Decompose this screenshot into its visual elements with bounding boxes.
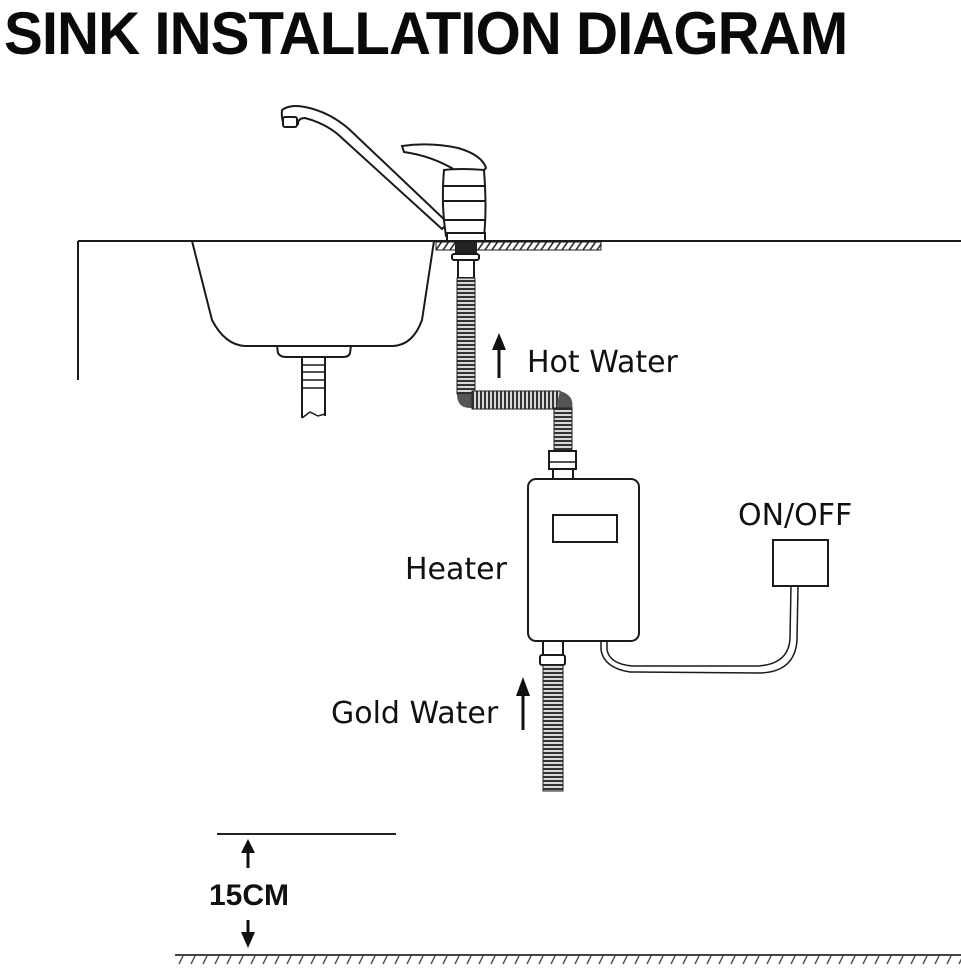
floor-hatch-tick <box>694 955 700 965</box>
floor-hatch-tick <box>922 955 928 965</box>
arrow-down-icon <box>241 932 255 948</box>
hot-water-arrow-icon <box>492 333 506 378</box>
floor-hatch-tick <box>562 955 568 965</box>
cold-water-label: Gold Water <box>331 696 499 731</box>
drain-pipe <box>301 357 326 419</box>
floor-hatch-tick <box>742 955 748 965</box>
floor-hatch-tick <box>574 955 580 965</box>
floor-hatch-tick <box>610 955 616 965</box>
floor-hatch-tick <box>958 958 961 965</box>
floor-hatch-tick <box>658 955 664 965</box>
diagram-title: SINK INSTALLATION DIAGRAM <box>4 0 848 67</box>
floor-hatch-tick <box>802 955 808 965</box>
floor-hatch-tick <box>622 955 628 965</box>
floor-hatch-tick <box>358 955 364 965</box>
floor-hatch-tick <box>190 955 196 965</box>
countertop <box>77 240 961 380</box>
switch-cable <box>600 585 799 674</box>
switch-label: ON/OFF <box>738 498 852 533</box>
floor-hatch-tick <box>334 955 340 965</box>
floor <box>175 954 961 965</box>
floor-hatch-tick <box>754 955 760 965</box>
floor-hatch-tick <box>814 955 820 965</box>
floor-hatch-tick <box>418 955 424 965</box>
floor-hatch-tick <box>286 955 292 965</box>
floor-hatch-tick <box>490 955 496 965</box>
heater-display <box>552 514 618 543</box>
floor-hatch-tick <box>370 955 376 965</box>
floor-hatch-tick <box>898 955 904 965</box>
floor-hatch-tick <box>910 955 916 965</box>
floor-hatch-tick <box>670 955 676 965</box>
floor-hatch-tick <box>778 955 784 965</box>
floor-hatch-tick <box>646 955 652 965</box>
floor-hatch-tick <box>394 955 400 965</box>
floor-hatch-tick <box>886 955 892 965</box>
floor-hatch-tick <box>946 955 952 965</box>
heater <box>527 478 640 642</box>
hot-water-hose <box>451 242 577 480</box>
floor-hatch-tick <box>850 955 856 965</box>
heater-label: Heater <box>405 552 508 587</box>
floor-hatch-tick <box>466 955 472 965</box>
floor-hatch-tick <box>514 955 520 965</box>
floor-hatch-tick <box>586 955 592 965</box>
floor-hatch-tick <box>934 955 940 965</box>
floor-hatch-tick <box>790 955 796 965</box>
floor-hatch-tick <box>346 955 352 965</box>
floor-hatch-tick <box>238 955 244 965</box>
on-off-switch <box>772 539 829 587</box>
floor-hatch-tick <box>526 955 532 965</box>
floor-hatch-tick <box>718 955 724 965</box>
clearance-label: 15CM <box>209 879 289 912</box>
floor-hatch-tick <box>538 955 544 965</box>
floor-hatch-tick <box>874 955 880 965</box>
floor-hatch-tick <box>682 955 688 965</box>
faucet <box>280 105 488 242</box>
floor-hatch-tick <box>406 955 412 965</box>
floor-hatch-tick <box>454 955 460 965</box>
floor-hatch-tick <box>250 955 256 965</box>
arrow-up-icon <box>241 839 255 853</box>
floor-hatch-tick <box>550 955 556 965</box>
floor-hatch-tick <box>274 955 280 965</box>
cold-water-hose <box>539 640 566 792</box>
floor-hatch-tick <box>838 955 844 965</box>
floor-hatch-tick <box>178 955 184 965</box>
floor-hatch-tick <box>322 955 328 965</box>
floor-hatch-tick <box>502 955 508 965</box>
clearance-dimension <box>217 833 396 948</box>
sink <box>191 240 435 419</box>
floor-hatch-tick <box>598 955 604 965</box>
floor-hatch-tick <box>262 955 268 965</box>
floor-hatch-tick <box>862 955 868 965</box>
floor-hatch-tick <box>634 955 640 965</box>
floor-hatch-tick <box>202 955 208 965</box>
floor-hatch-tick <box>826 955 832 965</box>
floor-hatch-tick <box>310 955 316 965</box>
hot-water-label: Hot Water <box>527 345 679 380</box>
floor-hatch-tick <box>478 955 484 965</box>
floor-hatch-tick <box>730 955 736 965</box>
floor-hatch-tick <box>430 955 436 965</box>
floor-hatch-tick <box>226 955 232 965</box>
floor-hatch-tick <box>214 955 220 965</box>
floor-hatch-tick <box>706 955 712 965</box>
floor-hatch-tick <box>766 955 772 965</box>
floor-hatch-tick <box>442 955 448 965</box>
cold-water-arrow-icon <box>516 677 530 730</box>
floor-hatch-tick <box>382 955 388 965</box>
floor-hatch-tick <box>298 955 304 965</box>
